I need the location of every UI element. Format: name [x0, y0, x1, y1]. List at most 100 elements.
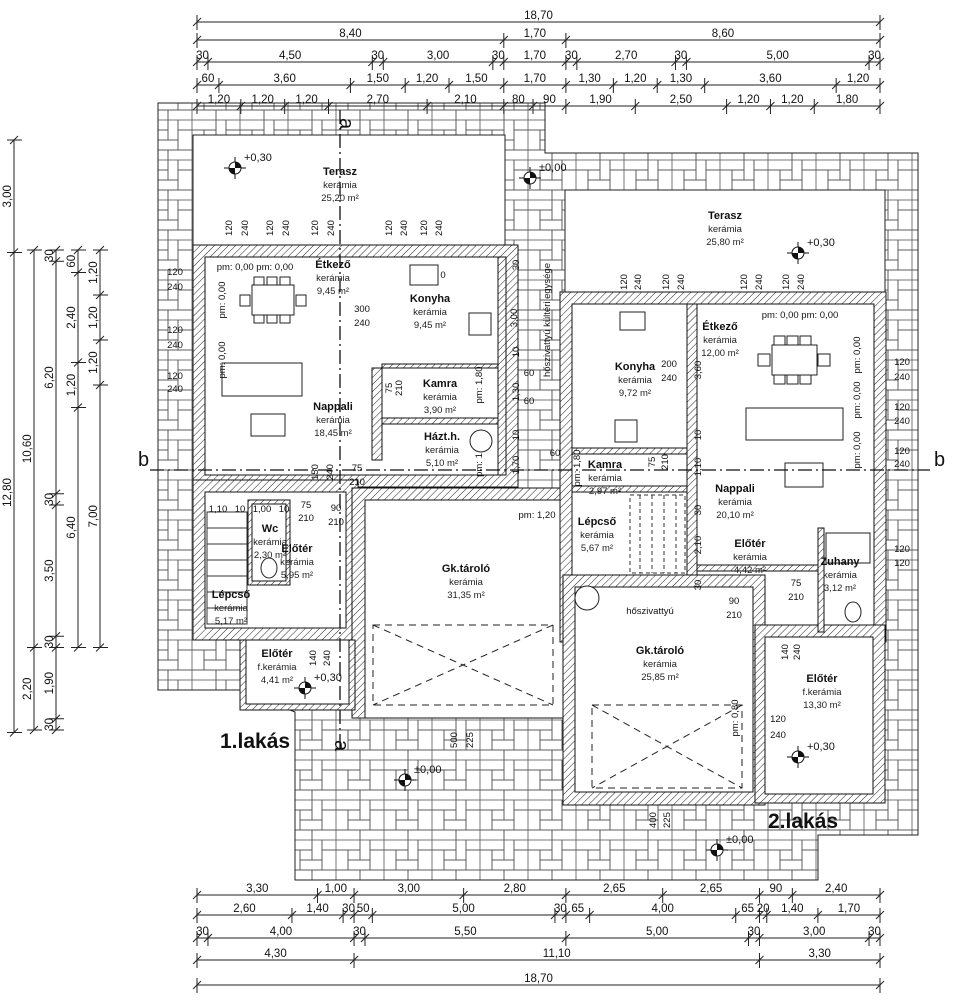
level-symbol-fill: [299, 682, 311, 694]
plan-annotation: 90: [331, 503, 342, 514]
plan-annotation: pm: 1: [474, 453, 485, 477]
level-value: ±0,00: [726, 834, 753, 846]
plan-annotation: 30: [693, 580, 704, 591]
plan-annotation: 120: [894, 357, 910, 368]
dimension-value: 1,20: [88, 261, 100, 283]
room-name: Étkező: [702, 320, 738, 333]
room-floor-material: f.kerámia: [802, 687, 842, 698]
room-area: 5,67 m²: [581, 543, 613, 554]
kitchen-counter-left: [409, 264, 492, 336]
dimension-value: 3,00: [427, 50, 449, 62]
room-name: Kamra: [588, 459, 623, 471]
room-area: 2,97 m²: [589, 486, 621, 497]
plan-annotation: 120: [310, 220, 321, 236]
plan-annotation: 0: [440, 270, 445, 281]
dimension-value: 60: [202, 73, 215, 85]
dimension-value: 2,65: [603, 883, 625, 895]
plan-annotation: 240: [894, 459, 910, 470]
garage-door-right: [591, 704, 743, 789]
room-area: 3,12 m²: [824, 583, 856, 594]
dimension-value: 1,20: [88, 351, 100, 373]
dimension-value: 1,70: [524, 73, 546, 85]
dimension-value: 1,20: [624, 73, 646, 85]
plan-annotation: 210: [726, 610, 742, 621]
dimension-value: 30: [868, 50, 881, 62]
dimension-value: 30: [342, 903, 355, 915]
plan-annotation: 240: [354, 318, 370, 329]
dimension-value: 2,60: [233, 903, 255, 915]
plan-annotation: 200: [661, 359, 677, 370]
dimension-value: 12,80: [2, 478, 14, 507]
plan-annotation: 120: [167, 371, 183, 382]
plan-annotation: 120: [894, 446, 910, 457]
plan-annotation: 10: [235, 504, 246, 515]
plan-annotation: 75: [647, 457, 658, 468]
section-marker-b-left: b: [138, 449, 149, 471]
dimension-value: 1,40: [781, 903, 803, 915]
plan-annotation: 10: [279, 504, 290, 515]
dimension-value: 5,00: [767, 50, 789, 62]
toilet-left: [260, 557, 278, 579]
staircase-right: [629, 494, 686, 574]
plan-annotation: 60: [524, 368, 535, 379]
plan-annotation: 210: [788, 592, 804, 603]
dimension-value: 1,70: [524, 50, 546, 62]
annotations: 120 240 120 240 120 240 120 240 120 240 120 240 120 2…: [167, 220, 910, 828]
plan-annotation: 120: [770, 714, 786, 725]
plan-annotation: 240: [894, 372, 910, 383]
room-name: Wc: [262, 523, 279, 535]
dimension-value: 1,30: [578, 73, 600, 85]
dimension-value: 1,20: [295, 94, 317, 106]
plan-annotation: 240: [326, 220, 337, 236]
dimension-value: 1,50: [367, 73, 389, 85]
room-floor-material: kerámia: [580, 530, 615, 541]
room-floor-material: kerámia: [425, 445, 460, 456]
dimension-value: 1,20: [208, 94, 230, 106]
plan-annotation: 120: [384, 220, 395, 236]
plan-annotation: 120: [419, 220, 430, 236]
plan-annotation: pm: 0,00: [852, 337, 863, 374]
kitchen-counter-right: [614, 311, 646, 443]
plan-annotation: 240: [754, 274, 765, 290]
staircase-left: [206, 511, 248, 625]
shower-tray: [825, 532, 871, 564]
heat-pump-indoor: [574, 585, 600, 611]
level-marker: ±0,00: [519, 162, 566, 189]
dimension-value: 3,50: [44, 559, 56, 581]
room-area: 31,35 m²: [447, 590, 485, 601]
plan-annotation: 120: [265, 220, 276, 236]
plan-annotation: hőszivattyú kültéri egysége: [542, 263, 553, 377]
room-floor-material: kerámia: [280, 557, 315, 568]
room-area: 5,95 m²: [281, 570, 313, 581]
room-floor-material: kerámia: [643, 659, 678, 670]
room-floor-material: f.kerámia: [257, 662, 297, 673]
room-area: 25,20 m²: [321, 193, 359, 204]
plan-annotation: 10: [511, 430, 522, 441]
room-name: Lépcső: [578, 516, 617, 528]
plan-annotation: 140: [308, 650, 319, 666]
level-marker: +0,30: [787, 741, 835, 768]
plan-annotation: 60: [524, 396, 535, 407]
plan-annotation: 240: [325, 464, 336, 480]
level-value: ±0,00: [414, 764, 441, 776]
room-name: Előtér: [734, 538, 766, 550]
dimension-value: 3,60: [759, 73, 781, 85]
sofa-right: [745, 407, 844, 441]
room-floor-material: kerámia: [708, 224, 743, 235]
plan-annotation: pm: 1,80: [474, 367, 485, 404]
room-area: 4,42 m²: [734, 565, 766, 576]
room-area: 12,00 m²: [701, 348, 739, 359]
dimension-value: 1,20: [252, 94, 274, 106]
plan-annotation: pm: 0,00: [217, 282, 228, 319]
dimension-value: 8,60: [712, 28, 734, 40]
dimension-value: 30: [44, 718, 56, 731]
dimension-value: 30: [565, 50, 578, 62]
plan-annotation: 225: [465, 732, 476, 748]
